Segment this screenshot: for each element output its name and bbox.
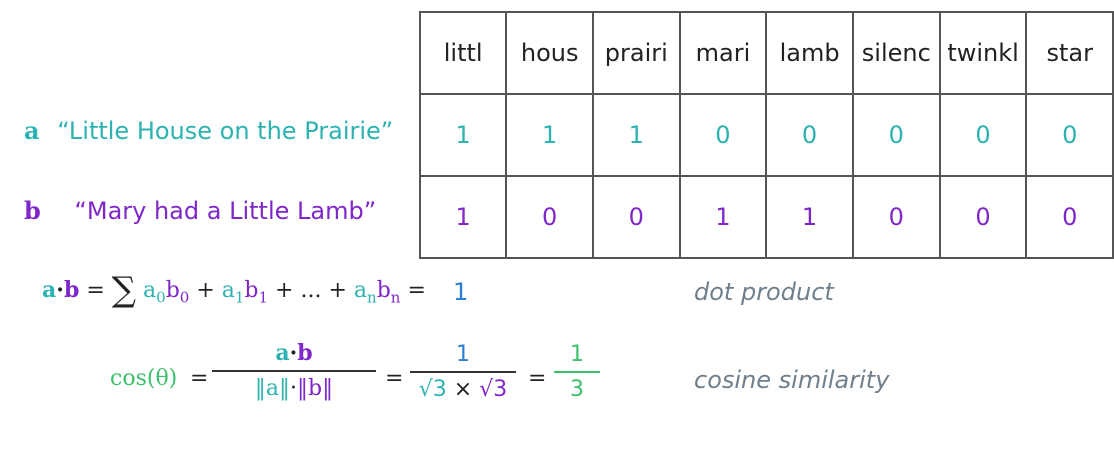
equals-sign: =: [79, 278, 112, 303]
table-cell: 0: [938, 175, 1028, 259]
table-cell: 1: [591, 93, 681, 177]
term-b0: b: [165, 278, 180, 303]
equals-sign: =: [400, 278, 426, 303]
fraction-numerator: a·b: [212, 340, 376, 366]
term-document-table: littl hous prairi mari lamb silenc twink…: [418, 11, 1114, 259]
table-cell: 1: [418, 93, 508, 177]
term-an: a: [353, 278, 368, 303]
cosine-lhs: cos(θ): [110, 366, 178, 391]
term-header: star: [1025, 11, 1114, 95]
table-cell: 0: [678, 93, 768, 177]
plus-sign: +: [189, 278, 222, 303]
table-cell: 0: [851, 93, 941, 177]
term-header: mari: [678, 11, 768, 95]
dot-product-formula: a·b = ∑ a0b0 + a1b1 + ... + anbn =: [42, 270, 426, 310]
term-header: prairi: [591, 11, 681, 95]
table-cell: 1: [418, 175, 508, 259]
subscript: 0: [156, 288, 166, 307]
term-header: hous: [505, 11, 594, 95]
table-cell: 0: [1025, 175, 1114, 259]
subscript: 1: [258, 288, 269, 307]
norm-a: ‖a‖: [254, 376, 291, 401]
sqrt-three: √3: [418, 377, 447, 402]
term-header: silenc: [851, 11, 941, 95]
document-b-title: “Mary had a Little Lamb”: [74, 197, 377, 225]
fraction-bar: [554, 371, 600, 373]
dot-operator: ·: [56, 277, 64, 303]
table-row-doc-a: 1 1 1 0 0 0 0 0: [418, 93, 1114, 177]
table-row-doc-b: 1 0 0 1 1 0 0 0: [418, 175, 1114, 259]
term-header: littl: [418, 11, 508, 95]
table-cell: 0: [765, 93, 854, 177]
vector-a-symbol: a: [42, 277, 57, 303]
dot-operator: ·: [289, 340, 298, 366]
fraction-numerator: 1: [570, 342, 584, 367]
document-b-label: b “Mary had a Little Lamb”: [24, 196, 376, 225]
equals-sign: =: [190, 366, 209, 391]
fraction-bar: [212, 370, 376, 372]
sqrt-three: √3: [479, 377, 508, 402]
term-b1: b: [244, 278, 259, 303]
table-cell: 0: [505, 175, 594, 259]
cosine-result-fraction: 1 3: [554, 342, 600, 402]
subscript: 1: [234, 288, 245, 307]
document-a-label: a “Little House on the Prairie”: [24, 116, 393, 145]
sigma-symbol: ∑: [111, 270, 137, 310]
cosine-sqrt-fraction: 1 √3 × √3: [410, 342, 516, 402]
equals-sign: =: [528, 366, 547, 391]
table-cell: 1: [678, 175, 768, 259]
table-cell: 0: [851, 175, 941, 259]
norm-b: ‖b‖: [297, 376, 334, 401]
cosine-main-fraction: a·b ‖a‖·‖b‖: [212, 340, 376, 401]
document-a-title: “Little House on the Prairie”: [57, 117, 394, 145]
subscript: n: [367, 288, 377, 307]
fraction-denominator: 3: [570, 377, 584, 402]
term-header: twinkl: [938, 11, 1028, 95]
term-a0: a: [136, 278, 157, 303]
table-cell: 1: [505, 93, 594, 177]
fraction-denominator: ‖a‖·‖b‖: [212, 376, 376, 401]
fraction-numerator: 1: [456, 342, 470, 367]
ellipsis: + ... +: [268, 278, 354, 303]
fraction-denominator: √3 × √3: [410, 377, 516, 402]
document-a-variable: a: [24, 116, 40, 145]
table-cell: 0: [1025, 93, 1114, 177]
term-bn: b: [376, 278, 391, 303]
dot-product-value: 1: [453, 278, 469, 306]
table-cell: 0: [591, 175, 681, 259]
term-header: lamb: [765, 11, 854, 95]
vector-a-symbol: a: [275, 340, 290, 366]
dot-operator: ·: [290, 376, 298, 401]
cosine-similarity-annotation: cosine similarity: [694, 366, 890, 394]
term-a1: a: [221, 278, 235, 303]
vector-b-symbol: b: [297, 340, 313, 366]
term-header-row: littl hous prairi mari lamb silenc twink…: [418, 11, 1114, 95]
fraction-bar: [410, 371, 516, 373]
equals-sign: =: [385, 366, 404, 391]
dot-product-annotation: dot product: [694, 278, 834, 306]
subscript: 0: [179, 288, 190, 307]
times-sign: ×: [446, 377, 480, 402]
document-b-variable: b: [24, 196, 41, 225]
vector-b-symbol: b: [63, 277, 80, 303]
table-cell: 0: [938, 93, 1028, 177]
table-cell: 1: [765, 175, 854, 259]
subscript: n: [390, 288, 401, 307]
